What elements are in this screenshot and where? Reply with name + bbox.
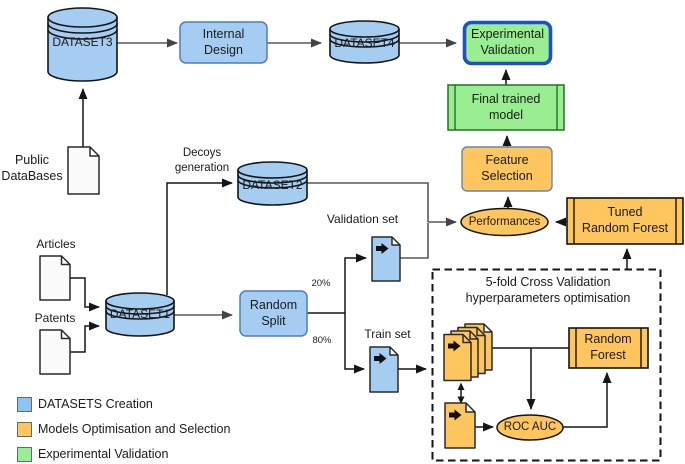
dataset3-cylinder: [47, 7, 118, 82]
double-arrow-down-head: [457, 396, 465, 404]
dataset3-cylinder-rings: [47, 17, 118, 40]
dataset-cylinders: [47, 7, 400, 337]
patents-doc-icon: [39, 329, 71, 375]
connector-validation-doc-to-junction: [400, 223, 429, 259]
tuned-random-forest-side-bars: [573, 198, 677, 244]
test-fold-doc-arrow-icon: [449, 409, 462, 421]
final-trained-model-box: [447, 84, 565, 131]
gray-connectors: [117, 38, 457, 320]
predefined-process-boxes: [447, 84, 684, 369]
final-trained-model-side-bars: [454, 85, 558, 130]
connector-split-to-train-doc: [344, 313, 365, 374]
feature-selection-box: [461, 146, 553, 192]
connector-articles-to-dataset1: [70, 277, 100, 312]
connector-patents-to-dataset1: [70, 321, 100, 353]
cross-validation-dashed-box: [431, 268, 662, 462]
performances-ellipse: [460, 207, 549, 237]
public-databases-doc-icon: [67, 146, 100, 195]
random-forest-side-bars: [575, 328, 642, 368]
experimental-validation-box: [462, 20, 553, 66]
validation-doc-arrow-icon: [376, 243, 389, 254]
train-set-doc-icon: [369, 346, 399, 393]
random-split-box: [239, 290, 308, 337]
black-connectors: [70, 69, 632, 432]
legend-swatch-models-optimisation: [17, 422, 32, 437]
dataset1-cylinder-rings: [105, 300, 175, 320]
random-forest-box: [568, 327, 649, 369]
fold-doc-arrow-icon: [448, 340, 461, 352]
legend-swatch-datasets-creation: [17, 397, 32, 412]
roc-auc-ellipse: [496, 414, 564, 441]
connector-split-to-validation-doc: [307, 253, 367, 314]
validation-set-doc-icon: [371, 236, 401, 282]
articles-doc-icon: [39, 255, 71, 301]
doc-arrow-glyphs: [374, 243, 462, 421]
test-fold-doc-icon: [444, 402, 476, 449]
train-doc-arrow-icon: [374, 353, 387, 364]
dataset2-cylinder-rings: [237, 169, 308, 189]
tuned-random-forest-box: [566, 197, 684, 245]
internal-design-box: [179, 21, 268, 64]
connector-dataset1-to-dataset2: [166, 178, 233, 295]
dataset4-cylinder-rings: [329, 28, 400, 48]
connector-roc-auc-to-random-forest: [563, 372, 612, 428]
double-arrow-up-head: [457, 382, 465, 390]
connector-dataset2-to-junction: [307, 182, 429, 222]
double-arrowheads: [457, 382, 465, 404]
legend-swatch-experimental-validation: [17, 447, 32, 462]
